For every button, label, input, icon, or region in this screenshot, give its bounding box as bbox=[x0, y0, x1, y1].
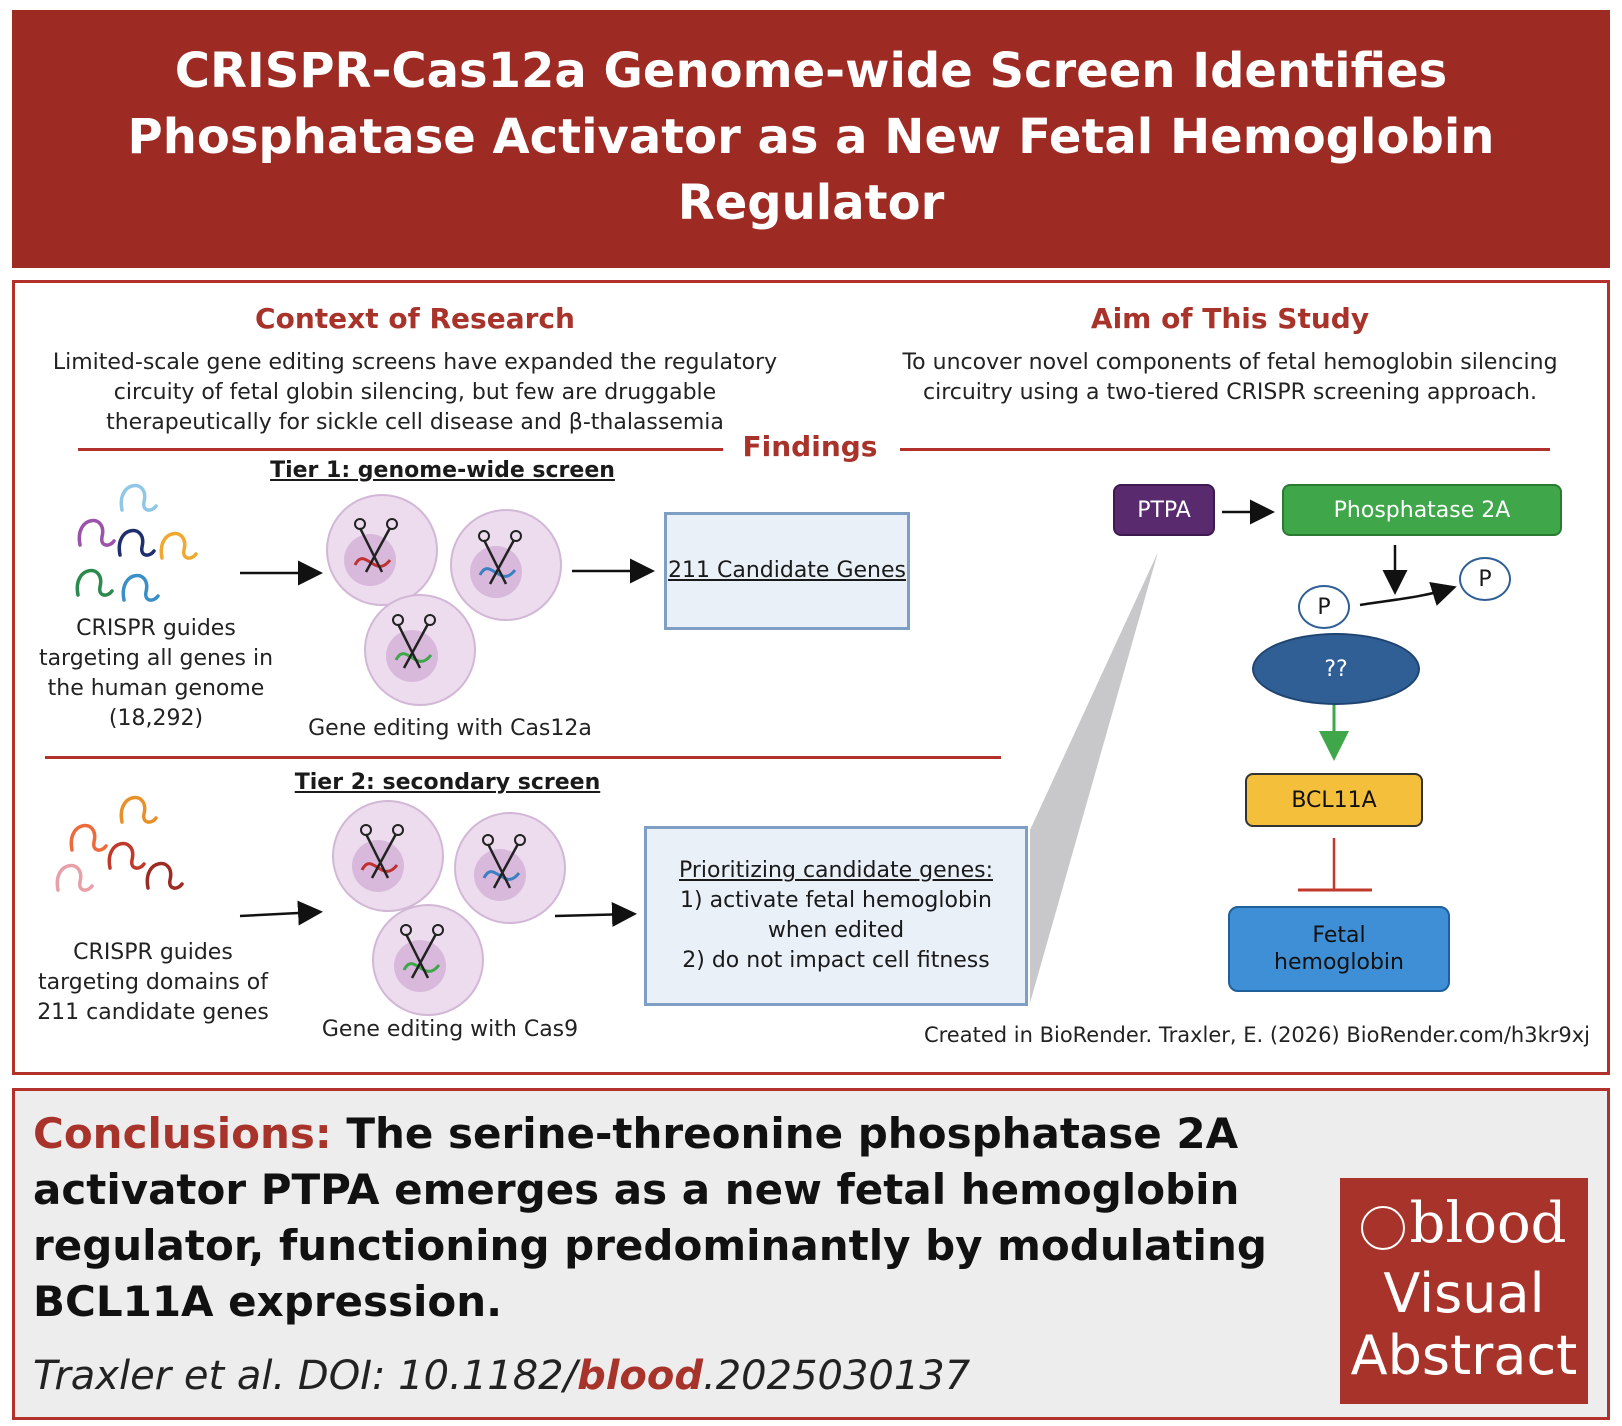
blood-visual-abstract-logo: blood Visual Abstract bbox=[1340, 1178, 1588, 1404]
phosphatase-2a-node: Phosphatase 2A bbox=[1282, 484, 1562, 536]
tier2-arrow-1 bbox=[239, 900, 323, 926]
prioritizing-title: Prioritizing candidate genes: bbox=[678, 858, 993, 883]
logo-visual-text: Visual bbox=[1383, 1262, 1545, 1325]
tier1-cell-icon bbox=[450, 509, 562, 621]
biorender-credit: Created in BioRender. Traxler, E. (2026)… bbox=[923, 1023, 1590, 1047]
ptpa-label: PTPA bbox=[1137, 497, 1191, 523]
prioritizing-box: Prioritizing candidate genes: 1) activat… bbox=[644, 826, 1028, 1006]
citation-prefix: Traxler et al. DOI: 10.1182/ bbox=[33, 1353, 578, 1399]
candidate-genes-box: 211 Candidate Genes bbox=[664, 512, 910, 630]
prioritizing-item-2: 2) do not impact cell fitness bbox=[682, 948, 990, 973]
logo-abstract-text: Abstract bbox=[1350, 1324, 1578, 1387]
conclusion-label: Conclusions: bbox=[33, 1109, 332, 1158]
dephosphorylation-arrow bbox=[1359, 582, 1457, 607]
unknown-target-node: ?? bbox=[1252, 633, 1420, 705]
tier2-guide-rna-icon bbox=[55, 796, 184, 892]
tier2-guides-caption: CRISPR guides targeting domains of 211 c… bbox=[37, 940, 269, 1025]
citation-suffix: .2025030137 bbox=[703, 1353, 971, 1399]
tier2-arrow-2 bbox=[554, 902, 637, 928]
society-seal-icon bbox=[1361, 1205, 1406, 1250]
context-heading: Context of Research bbox=[255, 302, 575, 335]
page-title: CRISPR-Cas12a Genome-wide Screen Identif… bbox=[127, 43, 1495, 231]
prioritizing-item-1: 1) activate fetal hemoglobin when edited bbox=[680, 888, 992, 943]
bcl11a-node: BCL11A bbox=[1245, 773, 1423, 827]
main-panel bbox=[12, 280, 1610, 1075]
phosphate-label: P bbox=[1317, 594, 1331, 620]
tier1-cell-icon bbox=[364, 594, 476, 706]
tier2-title: Tier 2: secondary screen bbox=[294, 770, 601, 795]
tier1-editing-caption: Gene editing with Cas12a bbox=[308, 716, 592, 741]
phosphate-released-label: P bbox=[1478, 566, 1492, 592]
findings-label: Findings bbox=[742, 430, 878, 463]
tier2-cell-icon bbox=[372, 904, 484, 1016]
unknown-target-label: ?? bbox=[1324, 656, 1348, 682]
phosphate-group-bound: P bbox=[1298, 585, 1350, 629]
tier2-cell-icon bbox=[454, 812, 566, 924]
phosphate-group-released: P bbox=[1459, 557, 1511, 601]
findings-divider-right bbox=[900, 448, 1550, 451]
tier1-title: Tier 1: genome-wide screen bbox=[270, 458, 615, 483]
tier1-cell-icon bbox=[326, 494, 438, 606]
logo-word: blood bbox=[1340, 1194, 1588, 1254]
fetal-hemoglobin-label: Fetal hemoglobin bbox=[1274, 923, 1404, 975]
title-banner bbox=[12, 10, 1610, 268]
conclusion-text: Conclusions: The serine-threonine phosph… bbox=[33, 1106, 1353, 1330]
conclusion-body: The serine-threonine phosphatase 2A acti… bbox=[33, 1109, 1267, 1326]
fetal-hemoglobin-node: Fetal hemoglobin bbox=[1228, 906, 1450, 992]
citation: Traxler et al. DOI: 10.1182/blood.202503… bbox=[33, 1353, 970, 1399]
tier2-editing-caption: Gene editing with Cas9 bbox=[321, 1017, 579, 1042]
aim-text: To uncover novel components of fetal hem… bbox=[902, 350, 1558, 405]
tier-divider bbox=[45, 756, 1001, 759]
zoom-callout-wedge bbox=[1030, 552, 1158, 1003]
tier1-guide-rna-icon bbox=[75, 484, 198, 602]
findings-divider-left bbox=[78, 448, 723, 451]
bcl11a-label: BCL11A bbox=[1291, 787, 1377, 813]
context-text: Limited-scale gene editing screens have … bbox=[52, 350, 778, 435]
phosphatase-2a-label: Phosphatase 2A bbox=[1333, 497, 1511, 523]
citation-journal: blood bbox=[577, 1353, 703, 1399]
ptpa-node: PTPA bbox=[1113, 484, 1215, 536]
candidate-genes-label: 211 Candidate Genes bbox=[668, 558, 906, 583]
aim-heading: Aim of This Study bbox=[1090, 302, 1370, 335]
tier1-guides-caption: CRISPR guides targeting all genes in the… bbox=[38, 616, 274, 731]
tier2-cell-icon bbox=[332, 800, 444, 912]
logo-word-text: blood bbox=[1409, 1191, 1567, 1256]
